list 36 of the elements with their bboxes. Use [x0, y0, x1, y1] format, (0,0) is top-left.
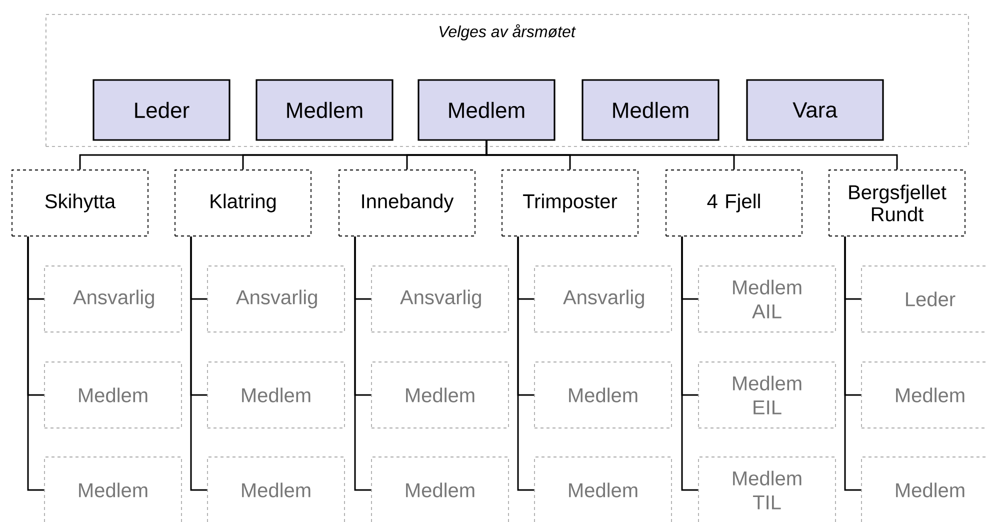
connector-line [27, 236, 44, 491]
member-box: Medlem [207, 362, 345, 428]
member-box: Leder [861, 266, 987, 332]
member-box: Ansvarlig [534, 266, 672, 332]
member-box: Ansvarlig [371, 266, 509, 332]
member-box: Medlem [861, 456, 987, 522]
member-box: Medlem [371, 362, 509, 428]
committee-box: 4 Fjell [666, 170, 802, 236]
committee-box: Klatring [174, 170, 312, 236]
member-box: Medlem AIL [698, 266, 836, 332]
member-box: Medlem [534, 456, 672, 522]
connector-line [844, 236, 862, 491]
committee-box: Bergsfjellet Rundt [828, 170, 966, 236]
member-box: Medlem EIL [698, 362, 836, 428]
member-box: Ansvarlig [44, 266, 182, 332]
connector-line [486, 140, 898, 170]
connector-line [517, 236, 534, 491]
member-box: Ansvarlig [207, 266, 345, 332]
member-box: Medlem [207, 456, 345, 522]
connector-line [681, 236, 698, 491]
board-member-box: Medlem [418, 79, 556, 141]
committee-box: Trimposter [502, 170, 638, 236]
connector-line [354, 236, 372, 491]
committee-box: Innebandy [338, 170, 476, 236]
committee-box: Skihytta [12, 170, 148, 236]
member-box: Medlem [44, 456, 182, 522]
member-box: Medlem TIL [698, 456, 836, 522]
member-box: Medlem [861, 362, 987, 428]
connector-line [190, 236, 208, 491]
member-box: Medlem [371, 456, 509, 522]
board-member-box: Medlem [582, 79, 720, 141]
board-member-box: Vara [746, 79, 884, 141]
board-member-box: Medlem [256, 79, 394, 141]
board-member-box: Leder [92, 79, 230, 141]
member-box: Medlem [44, 362, 182, 428]
member-box: Medlem [534, 362, 672, 428]
